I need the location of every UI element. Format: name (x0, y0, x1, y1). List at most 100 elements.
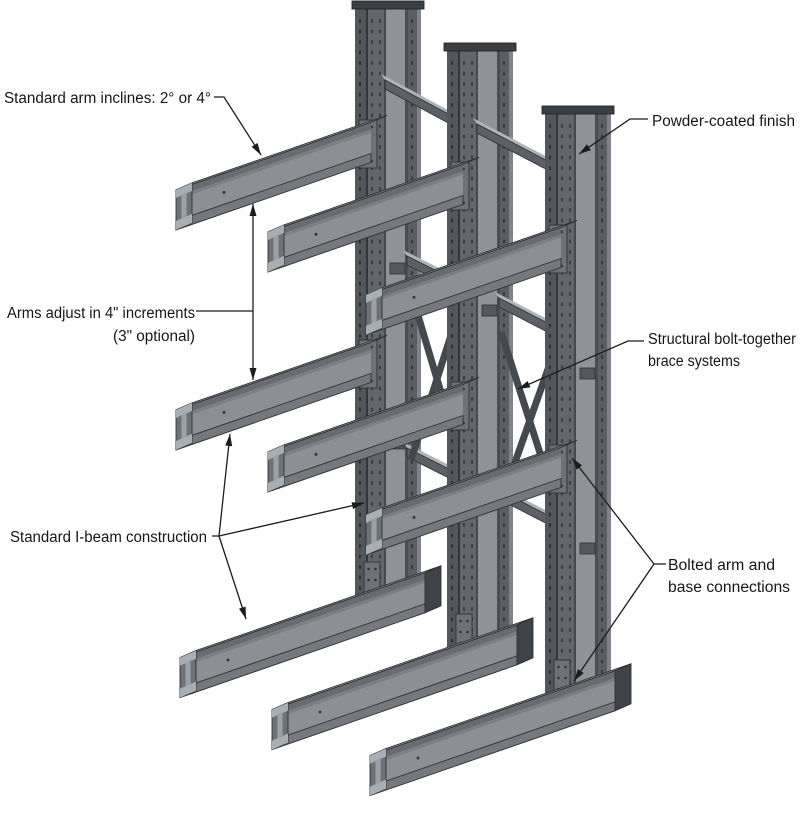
beam-edge-line (365, 227, 562, 296)
tip-top-flange (176, 402, 192, 418)
beam-top-flange-edge (366, 227, 561, 302)
beam-edge-line (175, 122, 372, 191)
leader-arrow (225, 434, 233, 447)
column-face (574, 113, 576, 698)
column-top-cap (541, 105, 615, 115)
web-slot (579, 542, 596, 555)
bolt-hole (367, 567, 370, 571)
leader-line (571, 457, 666, 682)
cantilever-arm (175, 115, 388, 231)
bolt-hole (222, 410, 226, 414)
tip-top-flange (268, 224, 284, 240)
column-face (545, 113, 556, 698)
tip-web (181, 192, 187, 219)
tip-bottom-flange (176, 213, 192, 230)
leader-arrow (239, 606, 246, 619)
tip-top-flange (176, 182, 192, 198)
column-face (595, 113, 598, 698)
tip-bottom-flange (268, 255, 284, 272)
beam-web (366, 454, 561, 546)
beam-top-flange-edge (176, 122, 371, 197)
leader-line (578, 118, 648, 155)
column-face (556, 113, 558, 698)
beam-top-flange-edge (272, 624, 517, 717)
tip-web (273, 234, 279, 261)
column-face (447, 50, 458, 652)
column-face (607, 113, 611, 698)
cantilever-arm (175, 335, 388, 451)
bolt-hole (314, 232, 318, 236)
bolt-hole (226, 658, 230, 662)
tip-bottom-flange (176, 433, 192, 450)
cantilever-arm (365, 440, 578, 556)
bolt-hole (459, 619, 462, 623)
column-face (497, 50, 500, 652)
brace-top-face (381, 74, 467, 124)
tip-web (181, 412, 187, 439)
brace-top-face (473, 118, 561, 168)
bolt-hole (557, 676, 560, 680)
tip-bottom-flange (366, 538, 382, 555)
label-powder-coated: Powder-coated finish (652, 113, 795, 130)
column-face (458, 50, 460, 652)
beam-top-flange-edge (268, 164, 463, 239)
brace-top-face (495, 292, 561, 330)
beam-edge-line (365, 447, 562, 516)
callout-arm-inclines: Standard arm inclines: 2° or 4° (4, 90, 262, 156)
base-leg (271, 617, 534, 751)
callout-arms-adjust: Arms adjust in 4" increments (3" optiona… (7, 204, 257, 380)
callout-i-beam: Standard I-beam construction (10, 433, 365, 620)
bolt-hole (412, 515, 416, 519)
beam-web-shadow (180, 579, 425, 668)
label-arms-adjust-line2: (3" optional) (113, 328, 195, 345)
beam-end-face (516, 617, 534, 666)
beam-web (176, 349, 371, 441)
beam-top-flange-edge (176, 342, 371, 417)
column-top-cap (443, 42, 517, 52)
beam-web-shadow (366, 234, 561, 305)
bolt-hole (564, 676, 567, 680)
web-slot (481, 304, 498, 317)
beam-web (268, 171, 463, 263)
beam-edge-line (267, 384, 464, 453)
column-face (476, 50, 478, 652)
beam-web-shadow (268, 391, 463, 462)
leader-arrow (351, 502, 364, 510)
callout-bolted-connections: Bolted arm and base connections (571, 457, 790, 682)
bolt-hole (367, 578, 370, 582)
bolt-hole (466, 630, 469, 634)
column-face (509, 50, 513, 652)
column-face (576, 113, 595, 698)
beam-web (272, 631, 517, 741)
bolt-hole (374, 567, 377, 571)
beam-web-shadow (272, 631, 517, 720)
bolt-hole (222, 190, 226, 194)
base-leg (179, 565, 442, 699)
beam-web-shadow (176, 129, 371, 200)
bolt-hole (416, 756, 420, 760)
beam-top-flange-edge (370, 670, 615, 763)
tip-bottom-flange (366, 318, 382, 335)
web-slot (579, 367, 596, 380)
tip-top-flange (272, 702, 288, 718)
base-leg (369, 663, 632, 797)
leader-arrow (251, 143, 261, 155)
beam-web-shadow (366, 454, 561, 525)
beam-web-shadow (176, 349, 371, 420)
dimension-line (196, 204, 254, 380)
leader-arrow (518, 381, 531, 389)
tip-top-flange (366, 507, 382, 523)
column-face (558, 113, 574, 698)
tip-bottom-flange (268, 475, 284, 492)
tip-bottom-flange (272, 733, 288, 750)
beam-web-shadow (268, 171, 463, 242)
beam-end-face (424, 565, 442, 614)
dimension-arrow-down (249, 368, 257, 380)
column-face (598, 113, 607, 698)
leader-arrow (572, 458, 583, 470)
upright-column-3 (541, 105, 615, 698)
tip-top-flange (370, 748, 386, 764)
leader-line (517, 340, 644, 390)
beam-edge-line (267, 164, 464, 233)
